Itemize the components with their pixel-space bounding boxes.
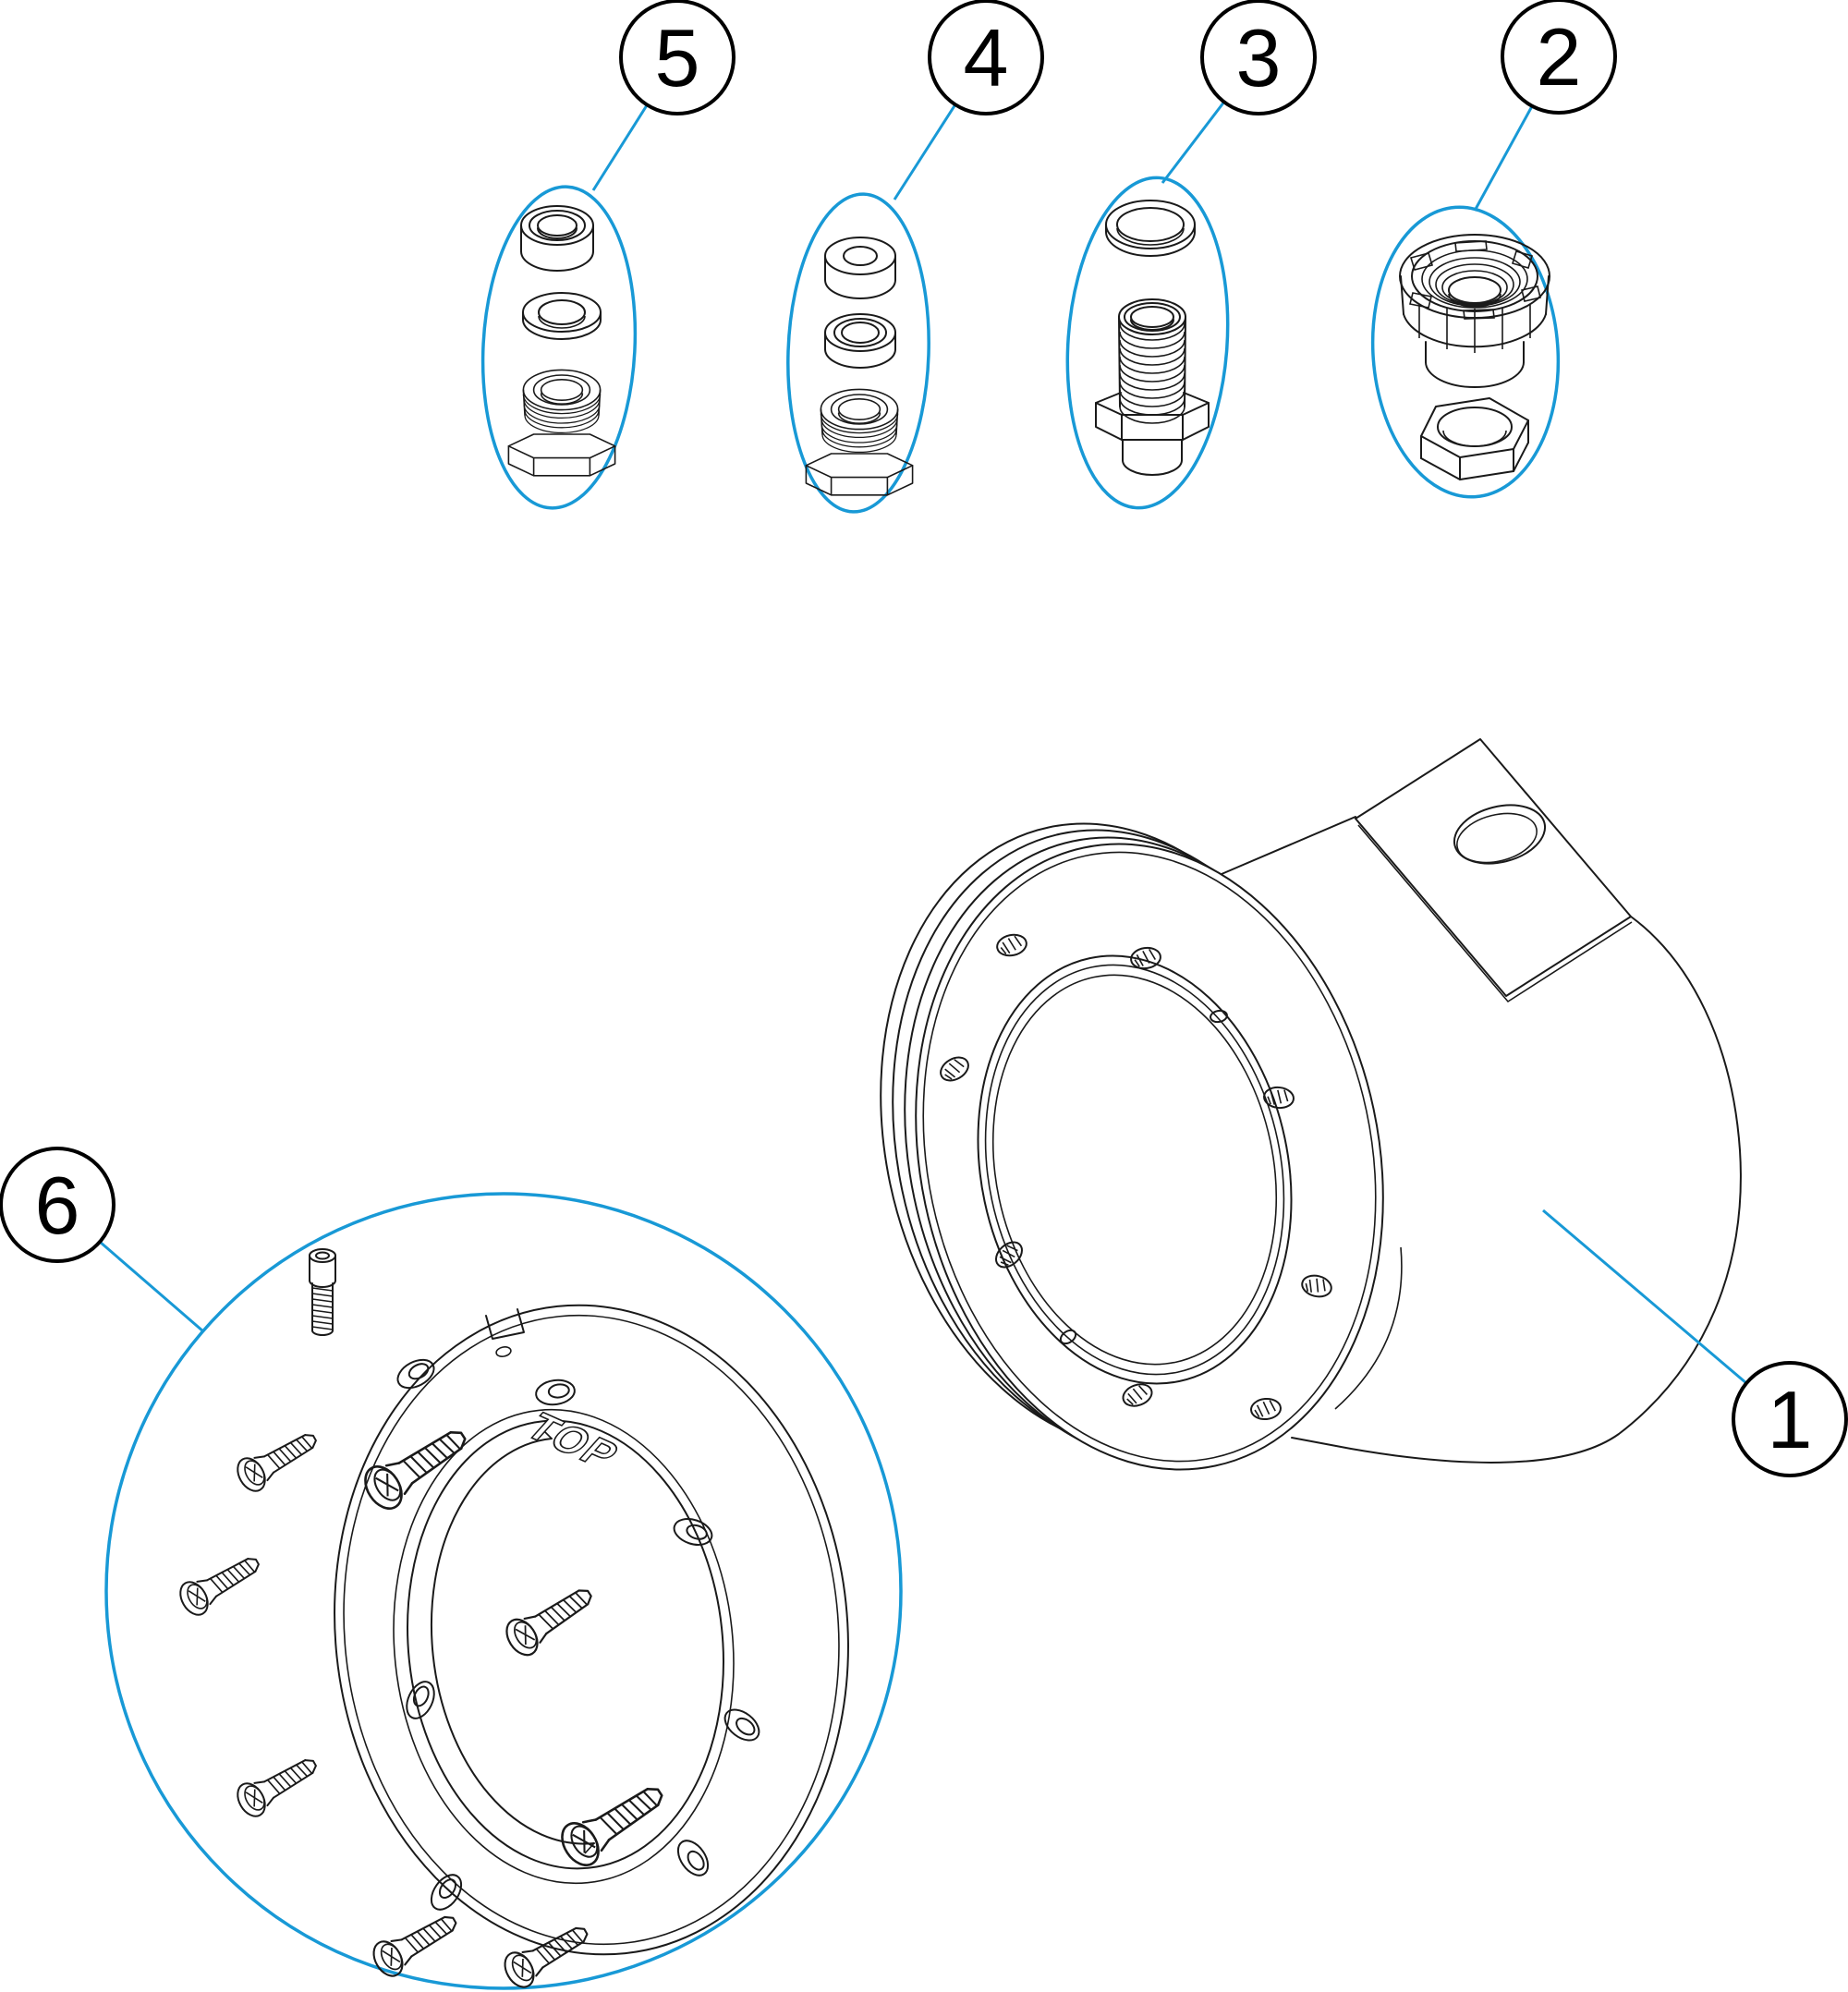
leader-line-1 (1542, 1209, 1747, 1385)
ring-pilot-hole (495, 1346, 512, 1357)
part-5-threaded-plug (507, 369, 616, 477)
callout-2-label: 2 (1537, 11, 1582, 103)
ring-top-marking: TOP (517, 1405, 629, 1477)
callout-1-bubble (1732, 1361, 1848, 1477)
part-1-niche-body (880, 738, 1742, 1471)
part-3-threaded-nipple (1095, 298, 1210, 476)
callout-4-bubble (928, 0, 1044, 115)
part-3-oring (1105, 200, 1196, 257)
flange-outer-edge (915, 843, 1384, 1471)
highlight-ellipse-5 (480, 185, 638, 510)
part-4-grommet (824, 313, 896, 369)
part-6-group: TOP (104, 1192, 903, 1992)
phillips-screw-2 (357, 1415, 477, 1517)
plate-thickness-edge (1357, 824, 1633, 1003)
highlight-ellipse-4 (786, 192, 930, 514)
body-mounting-plate (1355, 738, 1632, 997)
plate-conduit-hole (1453, 804, 1547, 865)
callout-4: 4 (928, 0, 1044, 115)
plate-conduit-hole-bore (1456, 812, 1538, 864)
leader-line-3 (1161, 101, 1226, 184)
leader-line-6 (99, 1240, 204, 1333)
part-4-washer (824, 237, 896, 299)
callout-3-bubble (1200, 0, 1317, 115)
flange-bezel-mid (984, 964, 1285, 1376)
part-2-hex-nut (1420, 397, 1529, 480)
leader-line-2 (1473, 105, 1534, 212)
leader-line-4 (893, 103, 957, 200)
phillips-screw-6 (553, 1772, 674, 1874)
body-top-edge (1221, 816, 1356, 875)
callout-1-label: 1 (1768, 1374, 1813, 1465)
phillips-screw-3 (174, 1546, 267, 1621)
highlight-circle-6 (104, 1192, 903, 1990)
part-5-group (480, 185, 638, 510)
callout-5-bubble (619, 0, 736, 115)
phillips-screw-1 (231, 1422, 324, 1497)
flange-bezel-outer (977, 954, 1293, 1385)
part-2-castellated-gland-nut (1399, 234, 1550, 388)
gland-nut-rim-tabs (1409, 240, 1541, 320)
callout-2: 2 (1501, 0, 1617, 115)
part-6-fixing-ring: TOP (334, 1304, 849, 1956)
phillips-screw-4 (499, 1576, 602, 1662)
flange-outer-step (922, 851, 1377, 1463)
part-2-group (1370, 205, 1561, 499)
ring-inner-wall (430, 1438, 595, 1845)
part-5-gland-bushing (520, 205, 594, 272)
part-3-group (1065, 176, 1230, 510)
callout-5: 5 (619, 0, 736, 115)
flange-opening (991, 974, 1278, 1366)
callout-4-label: 4 (964, 12, 1009, 103)
body-right-silhouette (1291, 916, 1742, 1464)
callout-6-bubble (0, 1147, 116, 1263)
highlight-ellipse-3 (1065, 176, 1230, 510)
callout-2-bubble (1501, 0, 1617, 115)
ring-top-notch (485, 1308, 525, 1340)
part-5-washer (522, 292, 602, 340)
flange-body-junction (1334, 1246, 1403, 1410)
phillips-screw-5 (231, 1747, 324, 1822)
socket-head-screw (309, 1248, 336, 1336)
callout-3: 3 (1200, 0, 1317, 115)
part-4-group (786, 192, 930, 514)
callout-6-label: 6 (35, 1160, 80, 1251)
callout-5-label: 5 (655, 12, 700, 103)
callout-6: 6 (0, 1147, 116, 1263)
callout-3-label: 3 (1236, 12, 1282, 103)
highlight-ellipse-2 (1370, 205, 1561, 499)
leader-line-5 (591, 104, 649, 191)
leader-lines (99, 101, 1747, 1385)
callout-1: 1 (1732, 1361, 1848, 1477)
